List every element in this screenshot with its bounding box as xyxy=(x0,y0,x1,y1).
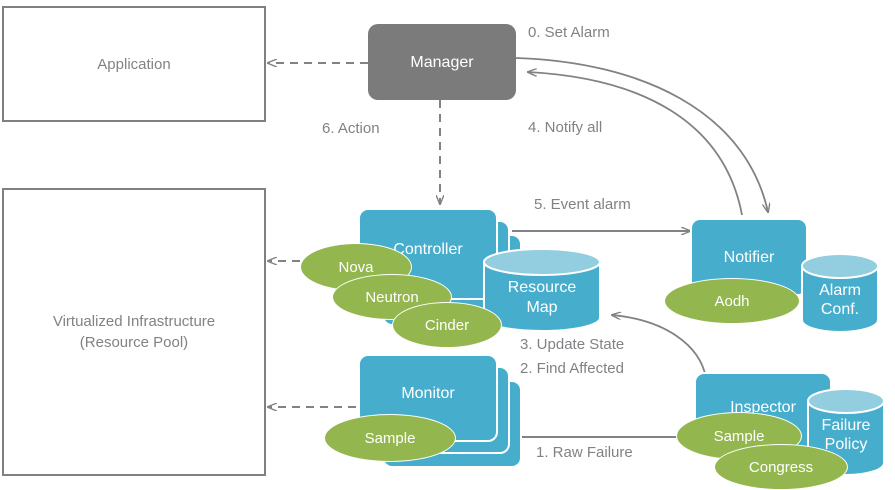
manager-label: Manager xyxy=(410,53,474,71)
flow-0-set-alarm-connector xyxy=(515,57,768,212)
alarm-conf-shape xyxy=(801,253,879,333)
alarm-conf-label-line1: Alarm xyxy=(819,282,861,299)
flow-3-update-state-label: 3. Update State xyxy=(520,336,625,353)
resource-map-label-line1: Resource xyxy=(507,279,577,296)
aodh-label: Aodh xyxy=(714,292,750,310)
flow-0-set-alarm-label: 0. Set Alarm xyxy=(528,24,610,41)
flow-5-event-alarm-connector xyxy=(528,72,743,216)
congress-label: Congress xyxy=(748,458,814,476)
flow-6-action-label: 6. Action xyxy=(322,120,380,137)
manager-node[interactable]: Manager xyxy=(368,24,516,100)
application-label: Application xyxy=(97,55,171,73)
cinder-label: Cinder xyxy=(424,316,470,334)
resource-map-shape xyxy=(483,248,601,332)
application-box[interactable]: Application xyxy=(2,6,266,122)
flow-1-raw-failure-label: 1. Raw Failure xyxy=(536,444,633,461)
resource-map-label-line2: Map xyxy=(526,299,558,316)
resource-map-cylinder[interactable]: Resource Map xyxy=(482,248,602,332)
failure-policy-label-line2: Policy xyxy=(824,436,868,453)
controller-label: Controller xyxy=(393,241,463,258)
failure-policy-cylinder[interactable]: Failure Policy xyxy=(806,388,886,476)
sample-inspector-label: Sample xyxy=(713,427,765,445)
flow-2-find-affected-label: 2. Find Affected xyxy=(520,360,624,377)
congress-ellipse[interactable]: Congress xyxy=(714,444,848,490)
alarm-conf-label-line2: Conf. xyxy=(820,301,860,318)
flow-5-event-alarm-label: 4. Notify all xyxy=(528,119,603,136)
failure-policy-label-line1: Failure xyxy=(821,417,871,434)
infrastructure-box[interactable]: Virtualized Infrastructure (Resource Poo… xyxy=(2,188,266,476)
aodh-ellipse[interactable]: Aodh xyxy=(664,278,800,324)
cinder-ellipse[interactable]: Cinder xyxy=(392,302,502,348)
sample-monitor-ellipse[interactable]: Sample xyxy=(324,414,456,462)
nova-label: Nova xyxy=(338,258,374,276)
infrastructure-label-line1: Virtualized Infrastructure xyxy=(52,313,216,330)
notifier-label: Notifier xyxy=(723,249,775,266)
infrastructure-label-line2: (Resource Pool) xyxy=(79,334,189,351)
monitor-label: Monitor xyxy=(401,385,455,402)
alarm-conf-cylinder[interactable]: Alarm Conf. xyxy=(800,253,880,333)
flow-2-3-inspector-to-resource-map-connector xyxy=(612,315,707,379)
sample-monitor-label: Sample xyxy=(364,429,416,447)
flow-4-notify-all-label: 5. Event alarm xyxy=(534,196,631,213)
neutron-label: Neutron xyxy=(365,288,419,306)
